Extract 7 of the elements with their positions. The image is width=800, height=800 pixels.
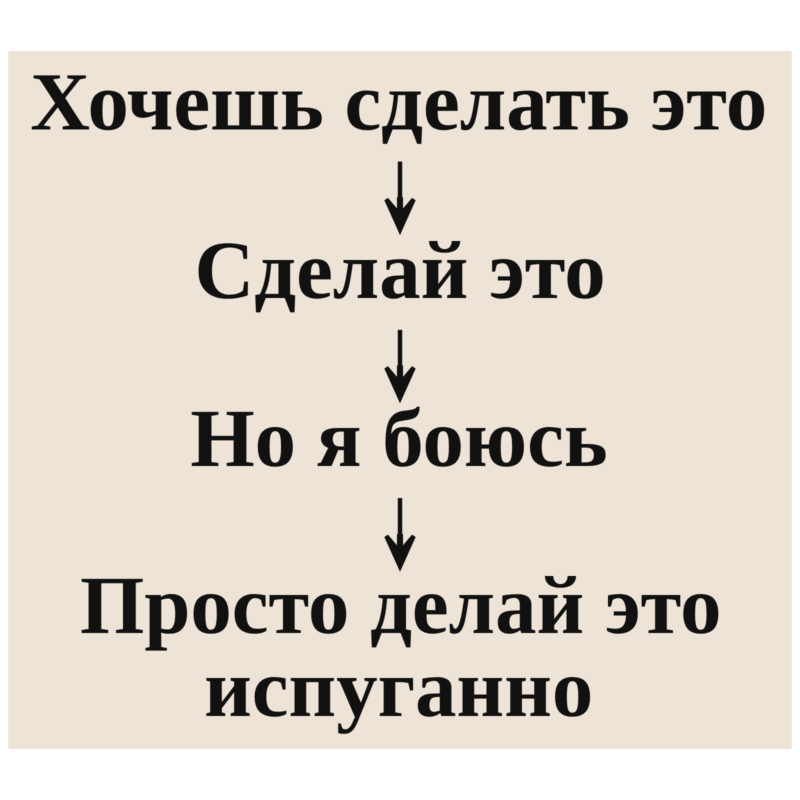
node-text: Но я боюсь — [190, 392, 608, 484]
node-text: Хочешь сделать это — [30, 56, 768, 148]
node-text: Просто делай это испуганно — [80, 559, 722, 734]
arrow — [384, 330, 416, 400]
arrow — [384, 162, 416, 232]
arrow — [384, 498, 416, 569]
node-text: Сделай это — [194, 224, 606, 316]
